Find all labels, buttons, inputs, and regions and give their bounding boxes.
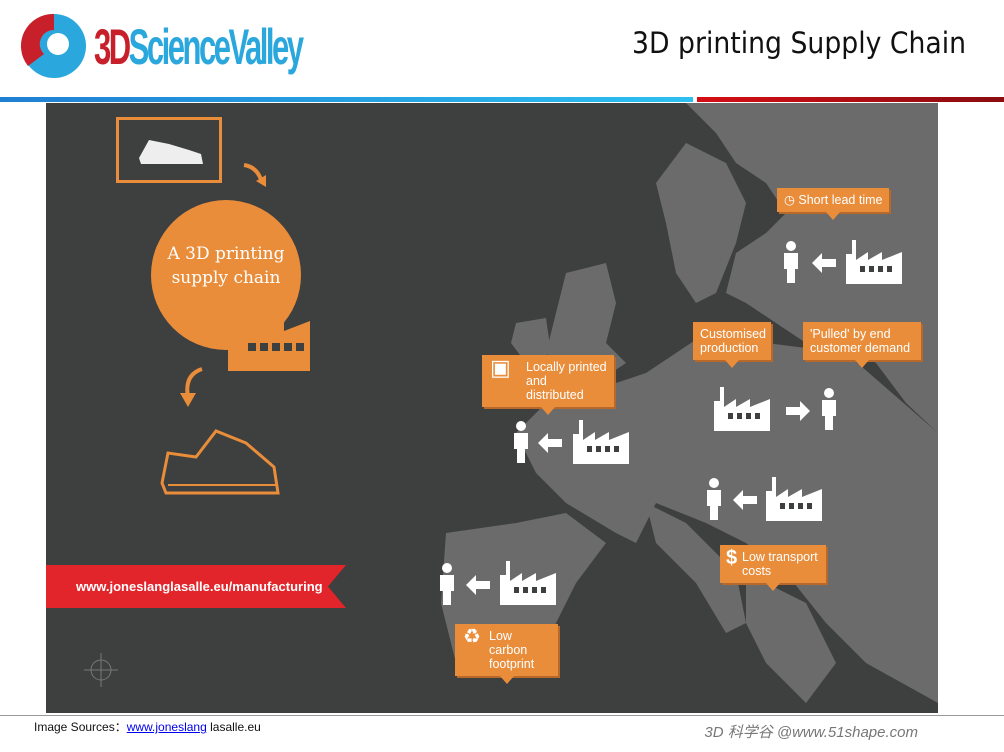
callout-text: Low transport costs — [742, 550, 818, 578]
logo-text: 3DScienceValley — [94, 19, 304, 75]
crosshair-icon — [84, 653, 118, 687]
source-banner[interactable]: www.joneslanglasalle.eu/manufacturing — [46, 565, 346, 608]
divider-blue — [0, 97, 693, 102]
clock-icon: ◷ — [784, 193, 799, 207]
printed-sneaker-icon — [160, 429, 280, 495]
callout-carbon: ♻ Low carbon footprint — [455, 624, 558, 684]
callout-text: Short lead time — [798, 193, 883, 207]
source-rest: lasalle.eu — [206, 720, 261, 734]
callout-pulled: 'Pulled' by end customer demand — [803, 322, 921, 368]
dollar-icon: $ — [726, 547, 738, 569]
callout-customised: Customised production — [693, 322, 771, 368]
callout-short-lead: ◷ Short lead time — [777, 188, 890, 220]
callout-text: Low carbon footprint — [489, 629, 535, 671]
arrow-curve-icon — [243, 163, 266, 187]
source-link[interactable]: www.joneslang — [126, 720, 207, 734]
callout-transport: $Low transport costs — [720, 545, 826, 591]
circle-text: A 3D printing supply chain — [167, 244, 285, 288]
factory-icon — [228, 309, 310, 371]
sneaker-box — [116, 117, 222, 183]
infographic: A 3D printing supply chain www.joneslang… — [46, 103, 938, 713]
logo-icon — [20, 13, 86, 78]
recycle-icon: ♻ — [463, 626, 481, 648]
box-icon: ▣ — [490, 355, 511, 380]
arrow-curve-icon — [180, 367, 203, 407]
watermark: 3D 科学谷 @www.51shape.com — [704, 724, 918, 741]
page-title: 3D printing Supply Chain — [631, 26, 966, 60]
source-label: Image Sources： — [34, 720, 127, 734]
sneaker-icon — [139, 140, 203, 164]
callout-text: Locally printed and distributed — [526, 360, 607, 402]
footer-divider — [0, 715, 1004, 716]
divider-red — [697, 97, 1004, 102]
supply-chain-circle: A 3D printing supply chain — [151, 200, 301, 350]
image-sources: Image Sources：www.joneslang lasalle.eu — [34, 718, 261, 735]
callout-local: ▣ Locally printed and distributed — [482, 355, 614, 415]
